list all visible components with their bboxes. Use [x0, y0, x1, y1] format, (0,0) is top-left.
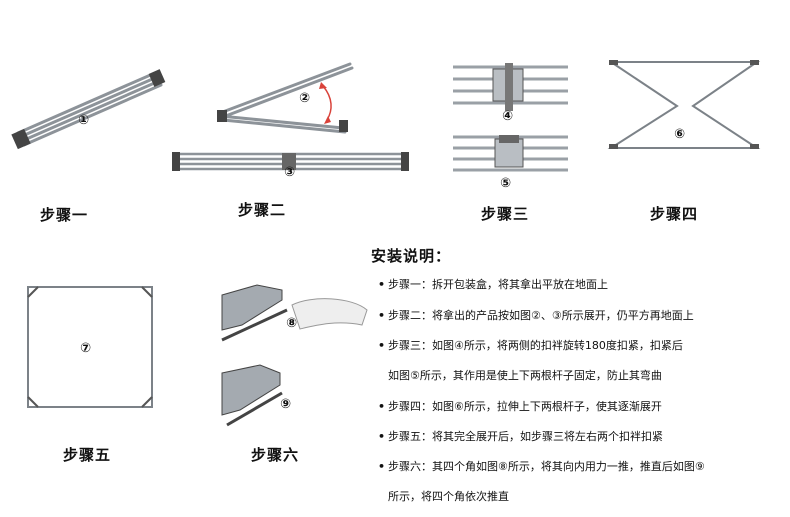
step5-square-frame-illustration — [27, 286, 153, 408]
marker-2: ② — [299, 91, 311, 106]
bullet: • — [378, 309, 386, 322]
bullet: • — [378, 400, 386, 413]
instruction-row: •步骤五：将其完全展开后，如步骤三将左右两个扣袢扣紧 — [378, 428, 663, 444]
instruction-row: •步骤四：如图⑥所示，拉伸上下两根杆子，使其逐渐展开 — [378, 398, 662, 414]
step3-clasp-closed-illustration — [453, 135, 568, 172]
marker-1: ① — [78, 113, 90, 128]
instruction-text: 步骤六：其四个角如图⑧所示，将其向内用力一推，推直后如图⑨ — [388, 460, 705, 473]
marker-4: ④ — [502, 109, 514, 124]
bullet: • — [378, 278, 386, 291]
instruction-text: 步骤一：拆开包装盒，将其拿出平放在地面上 — [388, 278, 608, 291]
instruction-text: 如图⑤所示，其作用是使上下两根杆子固定，防止其弯曲 — [388, 369, 662, 382]
step1-folded-poles-illustration — [11, 69, 166, 150]
instruction-row: •步骤三：如图④所示，将两侧的扣袢旋转180度扣紧，扣紧后 — [378, 337, 683, 353]
instruction-row: 如图⑤所示，其作用是使上下两根杆子固定，防止其弯曲 — [378, 367, 662, 383]
step2-flat-poles-illustration — [172, 152, 409, 171]
step6-corner-push-illustration — [221, 284, 368, 342]
instruction-row: •步骤二：将拿出的产品按如图②、③所示展开，仍平方再地面上 — [378, 307, 694, 323]
instruction-row: 所示，将四个角依次推直 — [378, 488, 509, 504]
bullet: • — [378, 430, 386, 443]
instruction-text: 步骤五：将其完全展开后，如步骤三将左右两个扣袢扣紧 — [388, 430, 663, 443]
instruction-row: •步骤六：其四个角如图⑧所示，将其向内用力一推，推直后如图⑨ — [378, 458, 705, 474]
instruction-text: 所示，将四个角依次推直 — [388, 490, 509, 503]
marker-3: ③ — [284, 165, 296, 180]
marker-7: ⑦ — [80, 341, 92, 356]
step3-label: 步骤三 — [481, 205, 530, 223]
step2-unfolding-illustration — [217, 62, 354, 134]
step6-label: 步骤六 — [251, 446, 300, 464]
instruction-text: 步骤二：将拿出的产品按如图②、③所示展开，仍平方再地面上 — [388, 309, 694, 322]
marker-8: ⑧ — [286, 316, 298, 331]
instructions-title: 安装说明： — [371, 247, 452, 265]
step4-expanding-frame-illustration — [607, 60, 761, 149]
marker-9: ⑨ — [280, 397, 292, 412]
instruction-row: •步骤一：拆开包装盒，将其拿出平放在地面上 — [378, 276, 608, 292]
step1-label: 步骤一 — [40, 206, 89, 224]
step4-label: 步骤四 — [650, 205, 699, 223]
step6-corner-straight-illustration — [221, 364, 283, 427]
step5-label: 步骤五 — [63, 446, 112, 464]
bullet: • — [378, 339, 386, 352]
step3-clasp-open-illustration — [453, 63, 568, 111]
bullet: • — [378, 460, 386, 473]
step2-label: 步骤二 — [238, 201, 287, 219]
marker-5: ⑤ — [500, 176, 512, 191]
marker-6: ⑥ — [674, 127, 686, 142]
instruction-text: 步骤四：如图⑥所示，拉伸上下两根杆子，使其逐渐展开 — [388, 400, 662, 413]
instruction-text: 步骤三：如图④所示，将两侧的扣袢旋转180度扣紧，扣紧后 — [388, 339, 683, 352]
